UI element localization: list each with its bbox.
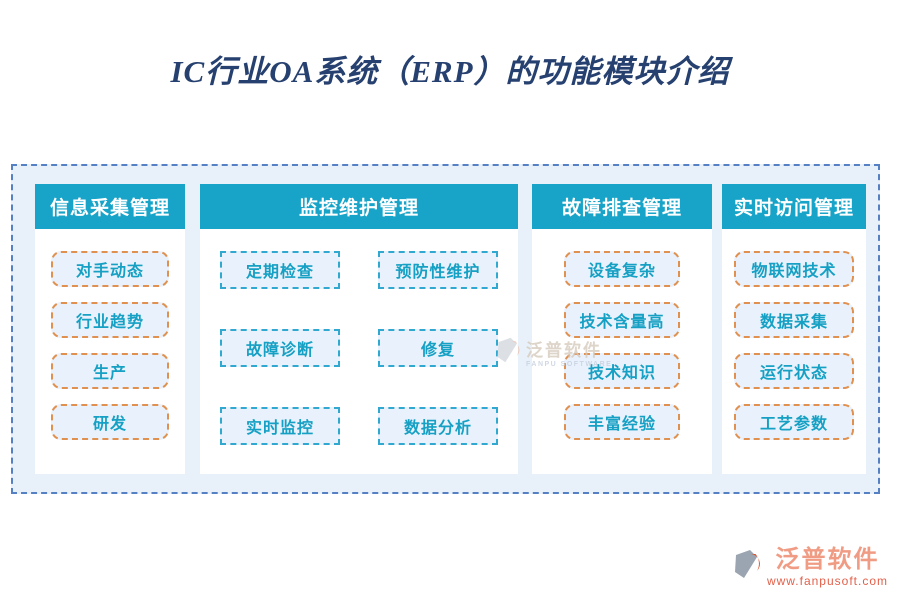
fanpu-logo-icon — [731, 548, 763, 580]
module-item: 运行状态 — [734, 353, 854, 389]
panel-fault-troubleshooting: 故障排查管理 设备复杂 技术含量高 技术知识 丰富经验 — [532, 184, 712, 474]
item-row: 实时监控 数据分析 — [220, 407, 498, 445]
module-item: 实时监控 — [220, 407, 340, 445]
panel-header-monitoring-maintenance: 监控维护管理 — [200, 184, 518, 229]
panel-header-fault-troubleshooting: 故障排查管理 — [532, 184, 712, 229]
module-item: 故障诊断 — [220, 329, 340, 367]
module-item: 定期检查 — [220, 251, 340, 289]
module-item: 丰富经验 — [564, 404, 680, 440]
module-item: 物联网技术 — [734, 251, 854, 287]
fanpu-footer-logo: 泛普软件 www.fanpusoft.com — [731, 547, 888, 589]
item-row: 定期检查 预防性维护 — [220, 251, 498, 289]
module-item: 生产 — [51, 353, 169, 389]
module-item: 设备复杂 — [564, 251, 680, 287]
panel-items-realtime-access: 物联网技术 数据采集 运行状态 工艺参数 — [722, 229, 866, 440]
panel-items-fault-troubleshooting: 设备复杂 技术含量高 技术知识 丰富经验 — [532, 229, 712, 440]
module-item: 行业趋势 — [51, 302, 169, 338]
module-item: 数据分析 — [378, 407, 498, 445]
module-item: 研发 — [51, 404, 169, 440]
module-item: 技术含量高 — [564, 302, 680, 338]
module-item: 修复 — [378, 329, 498, 367]
module-item: 技术知识 — [564, 353, 680, 389]
page-title: IC行业OA系统（ERP）的功能模块介绍 — [170, 54, 730, 89]
module-item: 对手动态 — [51, 251, 169, 287]
panel-header-info-collection: 信息采集管理 — [35, 184, 185, 229]
panel-realtime-access: 实时访问管理 物联网技术 数据采集 运行状态 工艺参数 — [722, 184, 866, 474]
panel-items-info-collection: 对手动态 行业趋势 生产 研发 — [35, 229, 185, 440]
panel-items-monitoring-maintenance: 定期检查 预防性维护 故障诊断 修复 实时监控 数据分析 — [200, 229, 518, 445]
panel-monitoring-maintenance: 监控维护管理 定期检查 预防性维护 故障诊断 修复 实时监控 数据分析 — [200, 184, 518, 474]
item-row: 故障诊断 修复 — [220, 329, 498, 367]
modules-board: 信息采集管理 对手动态 行业趋势 生产 研发 监控维护管理 定期检查 预防性维护… — [11, 164, 880, 494]
footer-logo-url: www.fanpusoft.com — [766, 574, 888, 589]
module-item: 预防性维护 — [378, 251, 498, 289]
module-item: 数据采集 — [734, 302, 854, 338]
module-item: 工艺参数 — [734, 404, 854, 440]
panel-info-collection: 信息采集管理 对手动态 行业趋势 生产 研发 — [35, 184, 185, 474]
footer-logo-name: 泛普软件 — [775, 547, 880, 573]
panel-header-realtime-access: 实时访问管理 — [722, 184, 866, 229]
